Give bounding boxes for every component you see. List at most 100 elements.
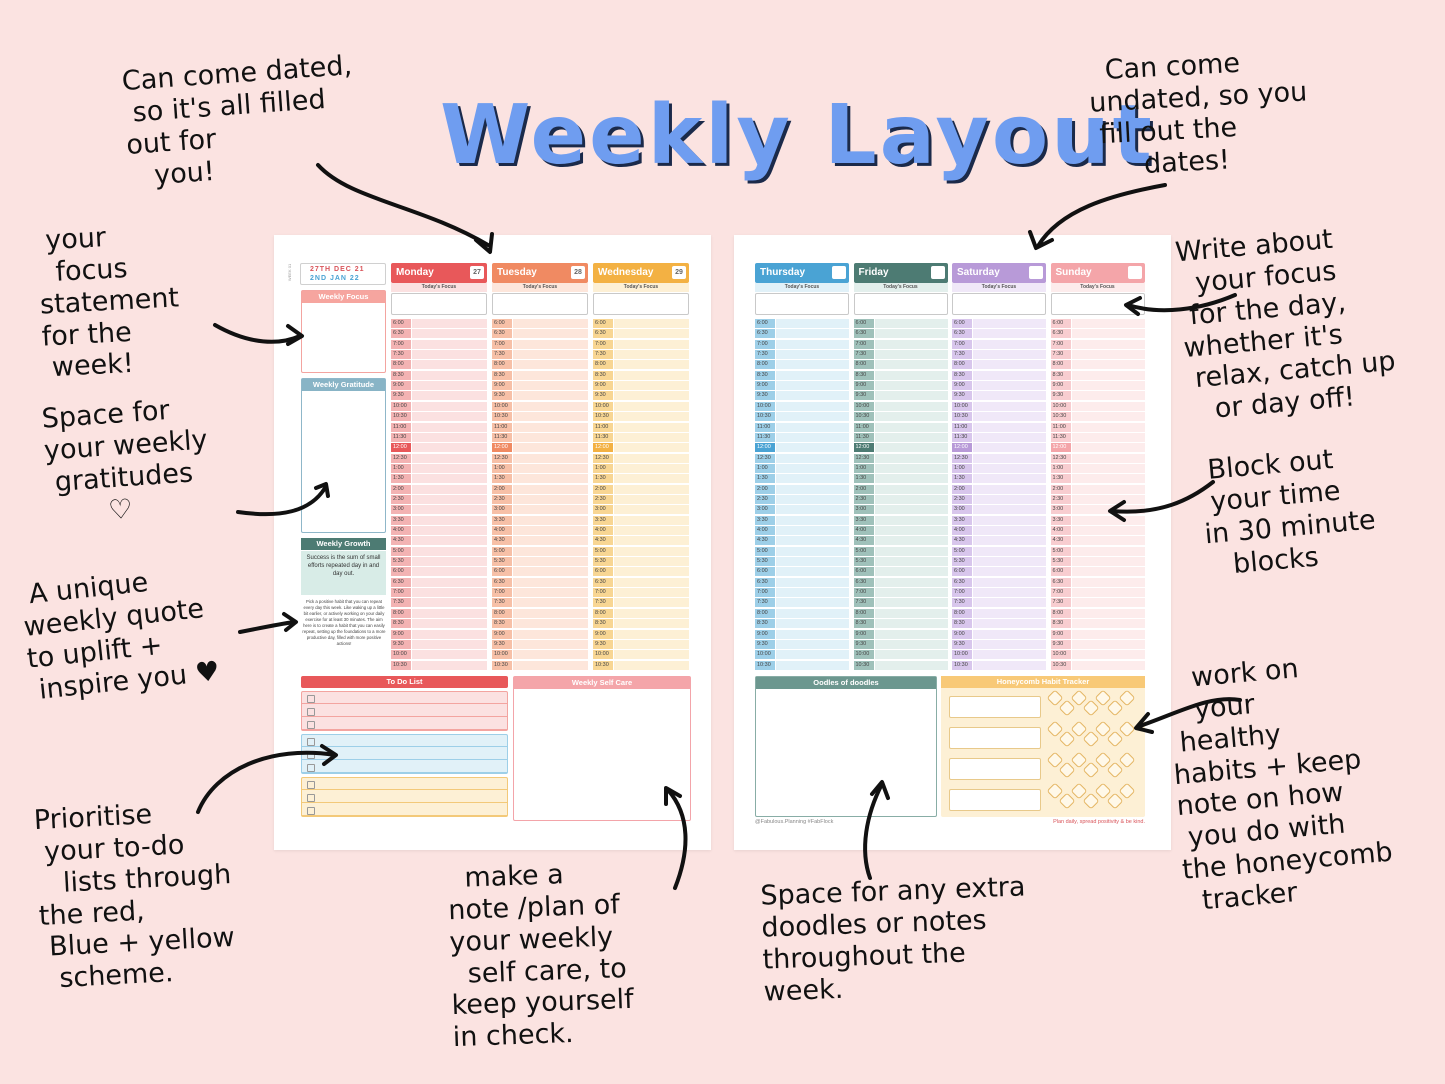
time-slot[interactable]: 9:30 (391, 639, 487, 649)
time-slot[interactable]: 12:00 (593, 443, 689, 453)
time-slot[interactable]: 12:30 (755, 453, 849, 463)
time-slot-field[interactable] (1071, 557, 1145, 567)
todo-item[interactable] (302, 804, 507, 816)
time-slot[interactable]: 1:30 (1050, 474, 1145, 484)
time-slot[interactable]: 10:30 (755, 412, 849, 422)
time-slot-field[interactable] (513, 598, 588, 608)
time-slot[interactable]: 3:30 (1050, 515, 1145, 525)
time-slot[interactable]: 10:00 (952, 401, 1046, 411)
time-slot-field[interactable] (776, 422, 849, 432)
time-slot[interactable]: 7:00 (853, 339, 948, 349)
time-slot[interactable]: 6:00 (391, 319, 487, 328)
day-number-friday[interactable] (930, 266, 945, 279)
time-slot[interactable]: 8:30 (1050, 619, 1145, 629)
time-slot[interactable]: 2:00 (1050, 484, 1145, 494)
todays-focus-input-friday[interactable] (853, 293, 948, 315)
time-slot-field[interactable] (614, 432, 689, 442)
time-slot[interactable]: 2:00 (952, 484, 1046, 494)
time-slot-field[interactable] (973, 557, 1046, 567)
time-slot-field[interactable] (973, 639, 1046, 649)
time-slot-field[interactable] (614, 660, 689, 670)
time-slot-field[interactable] (614, 370, 689, 380)
time-slot-field[interactable] (973, 629, 1046, 639)
time-slot[interactable]: 4:00 (952, 526, 1046, 535)
time-slot-field[interactable] (776, 577, 849, 587)
time-slot[interactable]: 7:30 (853, 598, 948, 608)
time-slot-field[interactable] (1071, 494, 1145, 504)
time-slot[interactable]: 6:00 (391, 567, 487, 577)
time-slot[interactable]: 5:30 (1050, 557, 1145, 567)
time-slot-field[interactable] (874, 494, 948, 504)
weekly-gratitude-box[interactable]: Weekly Gratitude (301, 378, 386, 533)
time-slot[interactable]: 8:00 (853, 608, 948, 618)
time-slot-field[interactable] (513, 329, 588, 339)
time-slot[interactable]: 7:30 (1050, 350, 1145, 360)
time-slot[interactable]: 9:00 (853, 381, 948, 391)
time-slot[interactable]: 1:30 (593, 474, 689, 484)
time-slot[interactable]: 9:00 (391, 381, 487, 391)
time-slot-field[interactable] (776, 474, 849, 484)
time-slot-field[interactable] (973, 536, 1046, 546)
time-slot-field[interactable] (412, 463, 487, 473)
time-slot[interactable]: 5:30 (755, 557, 849, 567)
time-slot-field[interactable] (776, 412, 849, 422)
time-slot[interactable]: 9:30 (492, 391, 588, 401)
time-slot-field[interactable] (412, 412, 487, 422)
todays-focus-input-saturday[interactable] (952, 293, 1046, 315)
time-slot[interactable]: 4:30 (593, 536, 689, 546)
time-slot[interactable]: 3:30 (391, 515, 487, 525)
time-slot-field[interactable] (614, 381, 689, 391)
time-slot[interactable]: 11:30 (755, 432, 849, 442)
time-slot[interactable]: 8:00 (853, 360, 948, 370)
time-slot-field[interactable] (513, 505, 588, 515)
time-slot[interactable]: 9:30 (755, 639, 849, 649)
time-slot-field[interactable] (973, 608, 1046, 618)
time-slot-field[interactable] (776, 391, 849, 401)
time-slot-field[interactable] (776, 588, 849, 598)
time-slot-field[interactable] (973, 474, 1046, 484)
time-slot-field[interactable] (1071, 412, 1145, 422)
time-slot[interactable]: 7:00 (1050, 588, 1145, 598)
time-slot[interactable]: 7:30 (391, 598, 487, 608)
time-slot-field[interactable] (513, 370, 588, 380)
time-slot-field[interactable] (874, 422, 948, 432)
time-slot-field[interactable] (513, 360, 588, 370)
time-slot-field[interactable] (412, 598, 487, 608)
time-slot-field[interactable] (776, 546, 849, 556)
time-slot-field[interactable] (513, 577, 588, 587)
time-slot[interactable]: 6:30 (853, 329, 948, 339)
time-slot-field[interactable] (776, 401, 849, 411)
todo-checkbox[interactable] (307, 764, 315, 772)
time-slot[interactable]: 9:30 (952, 639, 1046, 649)
time-slot-field[interactable] (513, 463, 588, 473)
time-slot[interactable]: 10:00 (853, 401, 948, 411)
time-slot[interactable]: 10:00 (1050, 650, 1145, 660)
time-slot-field[interactable] (1071, 329, 1145, 339)
time-slot-field[interactable] (1071, 567, 1145, 577)
time-slot[interactable]: 10:00 (492, 401, 588, 411)
time-slot-field[interactable] (412, 494, 487, 504)
time-slot[interactable]: 11:00 (1050, 422, 1145, 432)
time-slot-field[interactable] (973, 422, 1046, 432)
time-slot[interactable]: 1:00 (492, 463, 588, 473)
time-slot-field[interactable] (412, 443, 487, 453)
time-slot-field[interactable] (513, 536, 588, 546)
time-slot[interactable]: 7:30 (952, 350, 1046, 360)
todo-item[interactable] (302, 735, 507, 747)
time-slot[interactable]: 7:00 (952, 339, 1046, 349)
doodles-box[interactable]: Oodles of doodles (755, 676, 937, 817)
time-slot-field[interactable] (1071, 484, 1145, 494)
todo-checkbox[interactable] (307, 781, 315, 789)
time-slot-field[interactable] (973, 329, 1046, 339)
time-slot-field[interactable] (973, 577, 1046, 587)
time-slot-field[interactable] (614, 319, 689, 328)
time-slot[interactable]: 11:30 (1050, 432, 1145, 442)
time-slot[interactable]: 5:00 (593, 546, 689, 556)
time-slot[interactable]: 9:30 (391, 391, 487, 401)
day-number-wednesday[interactable]: 29 (672, 266, 686, 279)
time-slot[interactable]: 1:30 (853, 474, 948, 484)
time-slot-field[interactable] (973, 339, 1046, 349)
time-slot[interactable]: 3:30 (853, 515, 948, 525)
time-slot-field[interactable] (1071, 463, 1145, 473)
time-slot-field[interactable] (874, 660, 948, 670)
